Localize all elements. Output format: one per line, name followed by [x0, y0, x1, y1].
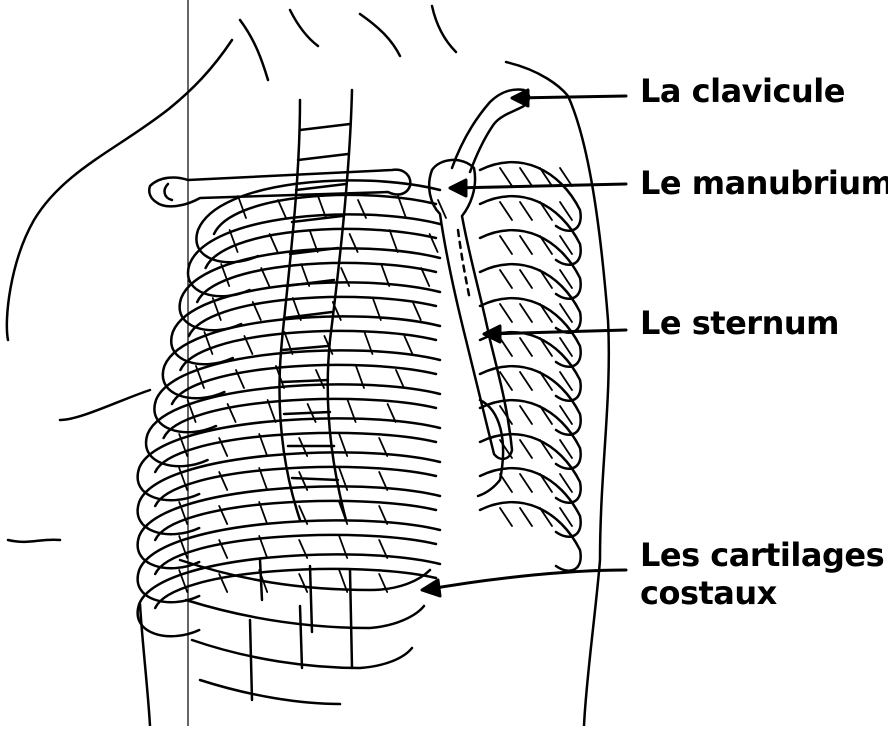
rib-striation: [230, 230, 238, 252]
rib-striation: [238, 196, 246, 218]
rib-striation: [520, 440, 532, 458]
rib-striation: [299, 574, 307, 592]
rib-striation: [520, 202, 532, 220]
label-costal-cartilages-line2: costaux: [640, 574, 884, 612]
rib-striation: [520, 508, 532, 526]
ribs-right: [480, 162, 581, 571]
rib-striation: [278, 200, 286, 218]
rib-striation: [270, 234, 278, 252]
rib-striation: [520, 338, 532, 356]
label-clavicle: La clavicule: [640, 72, 845, 110]
rib-striation: [500, 236, 512, 254]
sternum: [429, 160, 512, 459]
rib-striation: [500, 202, 512, 220]
rib-striation: [404, 336, 412, 354]
label-costal-cartilages-line1: Les cartilages: [640, 536, 884, 574]
rib-striation: [261, 268, 269, 286]
label-sternum: Le sternum: [640, 304, 839, 342]
rib-striation: [520, 270, 532, 288]
arrow-cartilages: [424, 570, 626, 590]
rib-striation: [500, 304, 512, 322]
rib-striation: [500, 508, 512, 526]
rib-striation: [520, 406, 532, 424]
rib-striation: [520, 236, 532, 254]
rib-striation: [520, 474, 532, 492]
rib-striation: [390, 230, 398, 252]
arrow-clavicle: [514, 96, 626, 98]
rib-striation: [500, 168, 512, 186]
rib-striation: [520, 372, 532, 390]
costal-cartilages: [180, 400, 503, 704]
rib-striation: [520, 168, 532, 186]
label-manubrium: Le manubrium: [640, 164, 888, 202]
arrow-sternum: [486, 330, 626, 334]
rib-striation: [500, 270, 512, 288]
rib-striation: [396, 370, 404, 388]
rib-striation: [413, 302, 421, 320]
rib-striation: [500, 338, 512, 356]
rib-striation: [268, 400, 276, 422]
arrow-manubrium: [452, 184, 626, 188]
spine: [279, 90, 352, 520]
rib-striation: [520, 304, 532, 322]
label-costal-cartilages: Les cartilages costaux: [640, 536, 884, 612]
